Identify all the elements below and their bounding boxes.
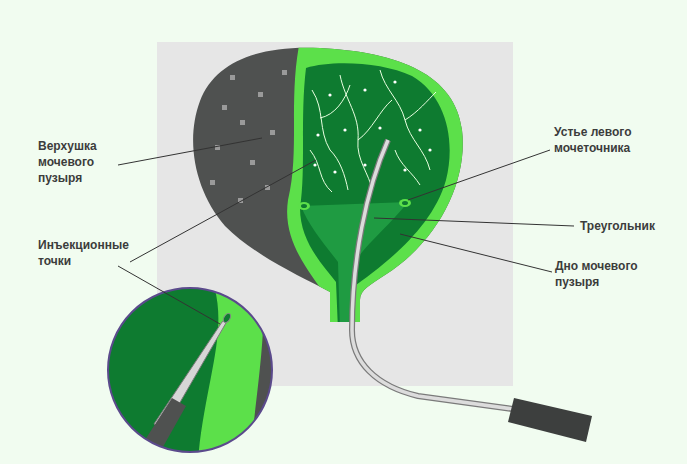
part-label: Верхушка мочевого пузыря [38, 138, 120, 186]
cystoscope [352, 140, 592, 442]
leader-lines [118, 138, 574, 324]
part-label: Треугольник [580, 218, 680, 234]
vessel-dots [313, 80, 431, 173]
apex-dots [210, 70, 287, 203]
part-label: Инъекционные точки [38, 237, 138, 269]
part-label: Дно мочевого пузыря [555, 258, 655, 290]
inset-magnifier [100, 280, 290, 464]
ureter-orifices [298, 199, 411, 210]
part-label: Устье левого мочеточника [554, 124, 664, 156]
